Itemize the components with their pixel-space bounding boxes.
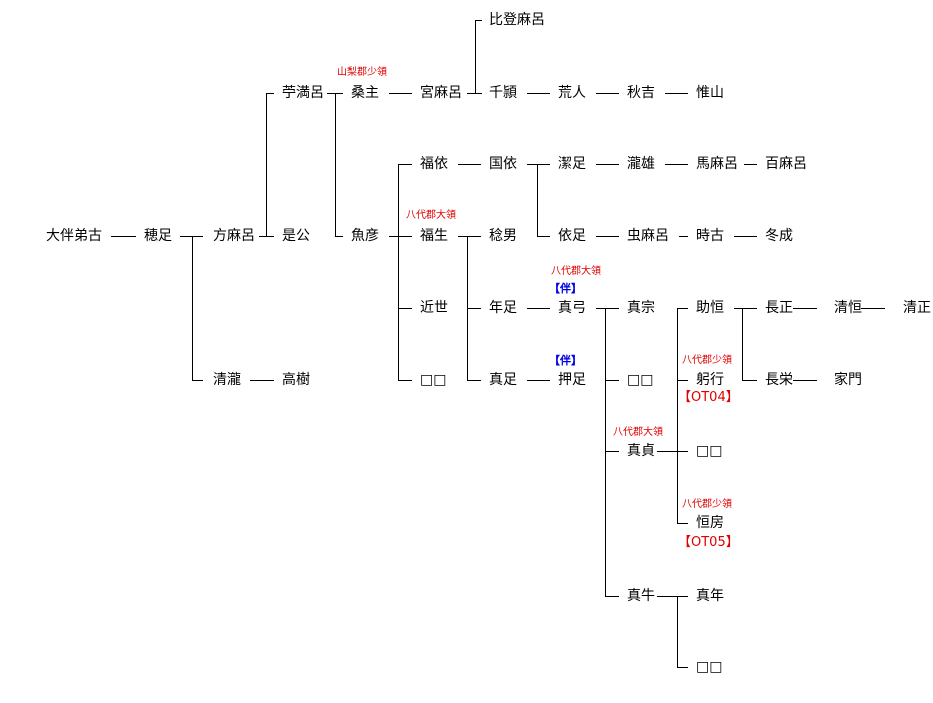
title-annotation: 八代郡少領 — [682, 355, 732, 366]
person-node: 躬行 — [696, 372, 724, 388]
person-node: 真年 — [696, 588, 724, 604]
person-node: 清正 — [903, 300, 931, 316]
person-node: 長正 — [765, 300, 793, 316]
person-node: 高樹 — [282, 372, 310, 388]
title-annotation: 八代郡大領 — [406, 210, 456, 221]
person-node: 助恒 — [696, 300, 724, 316]
person-node: 百麻呂 — [765, 156, 807, 172]
title-annotation: 八代郡大領 — [551, 266, 601, 277]
reference-annotation: 【OT04】 — [678, 390, 739, 405]
person-node: 長栄 — [765, 372, 793, 388]
person-node: 福依 — [420, 156, 448, 172]
person-node: □□ — [627, 372, 654, 388]
reference-annotation: 【OT05】 — [678, 535, 739, 550]
person-node: 荒人 — [558, 85, 586, 101]
person-node: □□ — [696, 443, 723, 459]
person-node: 真弓 — [558, 300, 586, 316]
person-node: 惟山 — [696, 85, 724, 101]
title-annotation: 山梨郡少領 — [337, 67, 387, 78]
person-node: 真貞 — [627, 443, 655, 459]
person-node: 秋吉 — [627, 85, 655, 101]
person-node: 清瀧 — [213, 372, 241, 388]
person-node: 是公 — [282, 228, 310, 244]
person-node: 真足 — [489, 372, 517, 388]
person-node: 宮麻呂 — [420, 85, 462, 101]
person-node: □□ — [420, 372, 447, 388]
person-node: 馬麻呂 — [696, 156, 738, 172]
clan-annotation: 【伴】 — [549, 354, 582, 367]
person-node: 比登麻呂 — [489, 12, 545, 28]
person-node: 国依 — [489, 156, 517, 172]
person-node: 方麻呂 — [213, 228, 255, 244]
title-annotation: 八代郡大領 — [613, 427, 663, 438]
person-node: 恒房 — [696, 515, 724, 531]
person-node: 真宗 — [627, 300, 655, 316]
person-node: □□ — [696, 659, 723, 675]
person-node: 清恒 — [834, 300, 862, 316]
title-annotation: 八代郡少領 — [682, 499, 732, 510]
person-node: 苧満呂 — [282, 85, 324, 101]
clan-annotation: 【伴】 — [549, 282, 582, 295]
person-node: 千頴 — [489, 85, 517, 101]
person-node: 福生 — [420, 228, 448, 244]
person-node: 家門 — [834, 372, 862, 388]
person-node: 冬成 — [765, 228, 793, 244]
person-node: 大伴弟古 — [46, 228, 102, 244]
person-node: 時古 — [696, 228, 724, 244]
person-node: 真牛 — [627, 588, 655, 604]
person-node: 押足 — [558, 372, 586, 388]
person-node: 虫麻呂 — [627, 228, 669, 244]
person-node: 穂足 — [144, 228, 172, 244]
person-node: 年足 — [489, 300, 517, 316]
person-node: 瀧雄 — [627, 156, 655, 172]
person-node: 依足 — [558, 228, 586, 244]
person-node: 魚彦 — [351, 228, 379, 244]
person-node: 潔足 — [558, 156, 586, 172]
person-node: 近世 — [420, 300, 448, 316]
person-node: 桑主 — [351, 85, 379, 101]
person-node: 稔男 — [489, 228, 517, 244]
